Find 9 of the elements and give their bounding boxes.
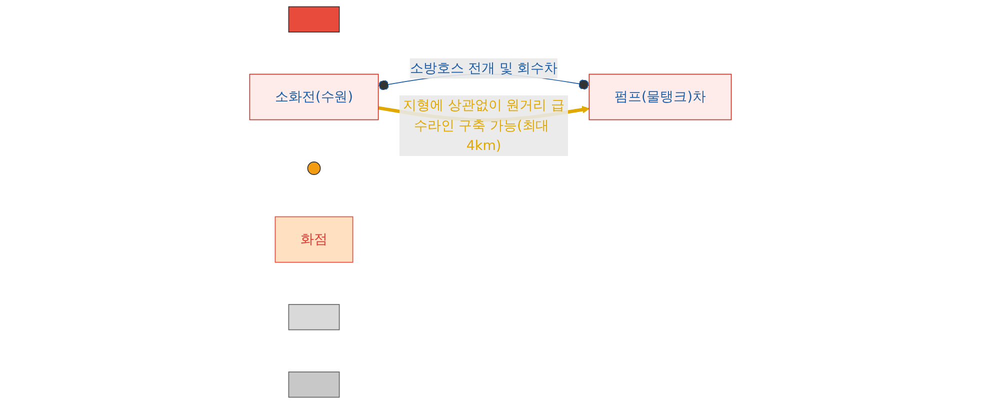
node-box: [288, 6, 340, 32]
node-box: [288, 304, 340, 330]
edge-label: 소방호스 전개 및 회수차: [410, 60, 558, 76]
node-box: 펌프(물탱크)차: [588, 74, 732, 120]
node-box: 화점: [274, 216, 354, 263]
node-person: [307, 162, 321, 176]
node-box: [288, 372, 340, 398]
node-box: 소화전(수원): [249, 74, 379, 120]
edge-label: 지형에 상관없이 원거리 급수라인 구축 가능(최대 4km): [403, 96, 564, 154]
